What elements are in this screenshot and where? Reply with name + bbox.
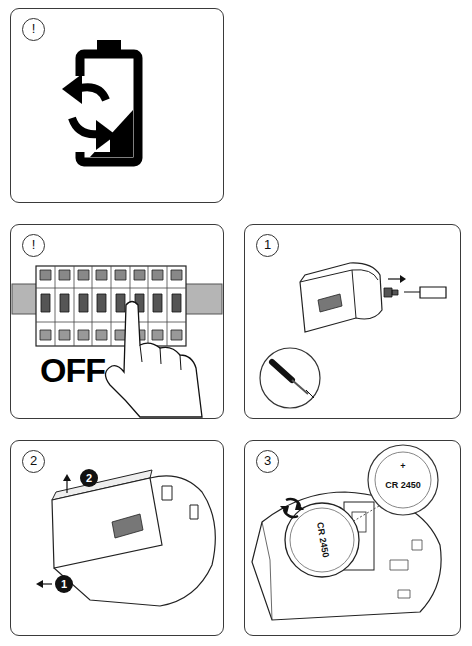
zoom-battery	[375, 452, 431, 508]
arrow-head	[295, 502, 304, 510]
terminals	[40, 330, 182, 340]
callout-number: 2	[80, 469, 98, 487]
off-text: OFF	[40, 353, 105, 387]
step-number: 2	[22, 450, 45, 473]
breaker-toggles	[41, 294, 181, 312]
step-panel: 2	[10, 440, 224, 636]
polarity-mark: +	[399, 462, 406, 472]
housing-edges	[300, 270, 378, 318]
terminals	[40, 270, 182, 280]
device-knob	[318, 294, 342, 312]
battery-cap	[97, 40, 121, 54]
cycle-arrow	[72, 118, 98, 134]
step-panel: !	[10, 8, 224, 203]
base-clips	[162, 486, 198, 519]
screw	[384, 288, 398, 297]
move-arrow	[66, 480, 67, 493]
arrow-head	[96, 120, 116, 150]
device-housing	[300, 263, 382, 332]
zoom-circle	[368, 445, 438, 515]
arrow-head	[63, 474, 71, 481]
screwdriver	[404, 287, 446, 298]
device-cover	[52, 478, 162, 568]
zoom-leader	[352, 506, 379, 522]
module-dividers	[36, 266, 186, 346]
breaker-body	[36, 266, 186, 346]
coin-battery	[285, 503, 359, 577]
step-number: 1	[256, 234, 279, 257]
screwdriver-shaft	[292, 380, 308, 394]
screwdriver-handle	[272, 362, 292, 380]
warning-badge: !	[22, 234, 45, 257]
arrow-head	[280, 506, 289, 514]
callout-number: 1	[55, 575, 73, 593]
hand	[105, 302, 202, 418]
move-arrow	[42, 583, 52, 584]
step-panel: 3	[244, 440, 461, 636]
arrow-head	[62, 74, 82, 104]
step-panel: 1	[244, 224, 461, 419]
battery-rim	[290, 508, 354, 572]
screwdriver-tip	[306, 390, 314, 398]
inset-circle	[260, 348, 320, 408]
warning-badge: !	[22, 18, 45, 41]
step-panel: ! OFF	[10, 224, 224, 419]
step-number: 3	[256, 450, 279, 473]
device-knob	[112, 514, 143, 538]
arrow-head	[36, 580, 43, 588]
arrow-head	[400, 275, 406, 283]
knuckle-lines	[140, 345, 181, 370]
battery-marking: CR 2450	[384, 481, 422, 491]
cycle-arrow	[80, 87, 106, 100]
move-arrow	[388, 278, 400, 279]
